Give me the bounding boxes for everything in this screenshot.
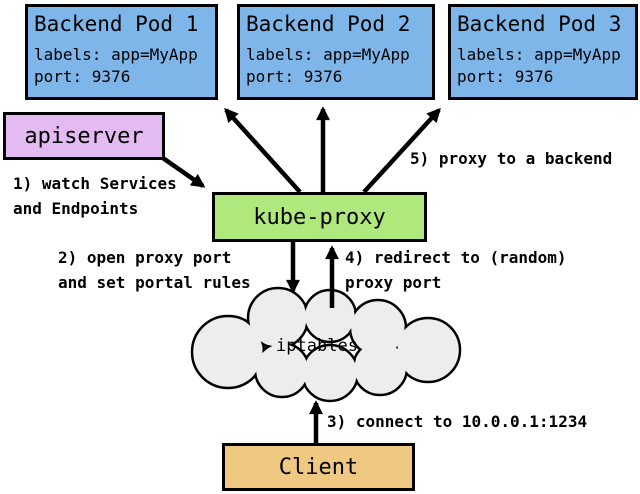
annotation-step-1-line-2: and Endpoints [13,199,139,218]
pod-1-title: Backend Pod 1 [34,12,199,36]
annotation-step-2-line-1: 2) open proxy port [58,248,232,267]
annotation-step-3: 3) connect to 10.0.0.1:1234 [327,412,588,431]
annotation-step-4: 4) redirect to (random) proxy port [345,245,567,295]
pod-3-port: port: 9376 [457,67,554,86]
backend-pod-2-box: Backend Pod 2 labels: app=MyApp port: 93… [237,4,435,100]
pod-1-port: port: 9376 [34,67,131,86]
annotation-step-1-line-1: 1) watch Services [13,174,177,193]
kube-proxy-box: kube-proxy [212,192,427,242]
pod-3-labels: labels: app=MyApp [457,45,621,64]
arrow-step1-apiserver-to-kubeproxy [158,154,206,188]
pod-1-labels: labels: app=MyApp [34,45,198,64]
backend-pod-3-box: Backend Pod 3 labels: app=MyApp port: 93… [448,4,638,100]
annotation-step-2: 2) open proxy port and set portal rules [58,245,251,295]
pod-2-port: port: 9376 [246,67,343,86]
arrow-step5-kubeproxy-to-pod1 [224,107,302,194]
backend-pod-1-box: Backend Pod 1 labels: app=MyApp port: 93… [25,4,218,100]
client-label: Client [278,454,359,480]
annotation-step-4-line-1: 4) redirect to (random) [345,248,567,267]
iptables-label: iptables [276,336,358,356]
kube-proxy-label: kube-proxy [253,204,386,230]
apiserver-label: apiserver [24,123,144,149]
annotation-step-2-line-2: and set portal rules [58,273,251,292]
pod-2-title: Backend Pod 2 [246,12,411,36]
annotation-step-5: 5) proxy to a backend [410,149,613,168]
pod-2-labels: labels: app=MyApp [246,45,410,64]
apiserver-box: apiserver [3,112,165,160]
annotation-step-4-line-2: proxy port [345,273,442,292]
annotation-step-1: 1) watch Services and Endpoints [13,171,177,221]
arrow-step5-kubeproxy-to-pod3 [362,107,441,194]
iptables-cloud [190,286,462,403]
client-box: Client [222,443,415,491]
pod-3-title: Backend Pod 3 [457,12,622,36]
